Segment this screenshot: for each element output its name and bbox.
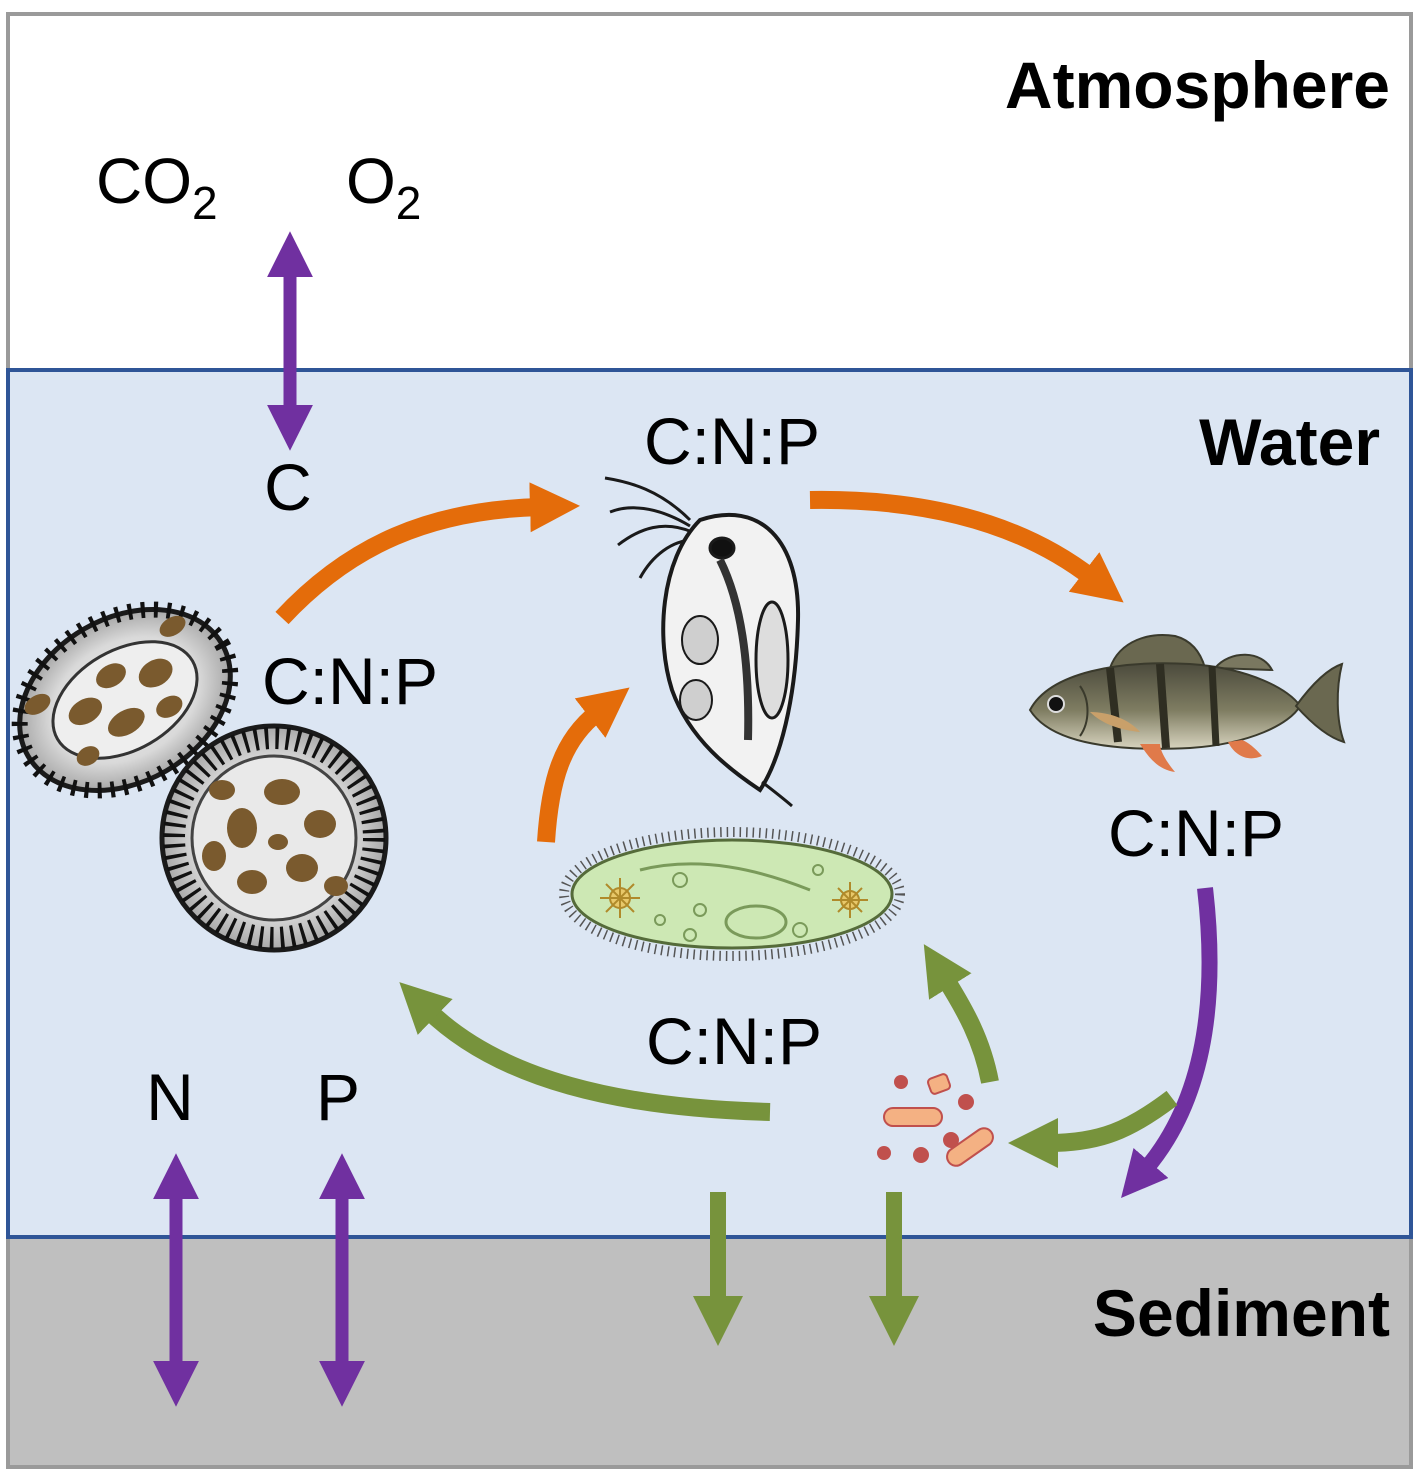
- paramecium-contractile-vacuole-right: [832, 882, 868, 918]
- o2-label: O2: [346, 145, 421, 229]
- perch-pectoral-fin: [1090, 712, 1140, 732]
- atmosphere-zone: [6, 12, 1413, 372]
- paramecium-illustration: [559, 827, 905, 961]
- phyto-to-zoo-arrow: [275, 482, 580, 625]
- zooplankton-ratio-label: C:N:P: [644, 404, 820, 478]
- bacterium-rod: [883, 1107, 943, 1127]
- bacterium-rod: [946, 1127, 994, 1167]
- fish-to-sediment-arrow: [1121, 887, 1218, 1198]
- paramecium-macronucleus: [724, 904, 788, 940]
- daphnia-antenna-3: [617, 524, 693, 547]
- perch-stripe-2: [1156, 663, 1170, 749]
- o2-subscript: 2: [396, 177, 422, 229]
- daphnia-brood: [754, 600, 790, 720]
- carbon-label: C: [264, 450, 312, 524]
- paramecium-cilia: [559, 827, 905, 961]
- perch-dorsal-fin: [1108, 634, 1207, 669]
- daphnia-antenna-1: [604, 476, 692, 522]
- paramecium-contractile-vacuole-left: [600, 878, 640, 918]
- perch-stripe-3: [1208, 665, 1220, 747]
- diatom-valve-view: [159, 723, 389, 953]
- daphnia-gut: [716, 558, 753, 741]
- daphnia-carapace: [661, 513, 801, 793]
- perch-illustration: [1028, 634, 1346, 772]
- co2-subscript: 2: [192, 177, 218, 229]
- o2-main: O: [346, 145, 396, 217]
- bacterium-coccus: [894, 1075, 908, 1089]
- bacterium-coccus: [913, 1147, 929, 1163]
- paramecium-oral-groove: [639, 862, 811, 892]
- phosphorus-label: P: [316, 1060, 360, 1134]
- phytoplankton-ratio-label: C:N:P: [262, 644, 438, 718]
- co2-label: CO2: [96, 145, 218, 229]
- atmosphere-label: Atmosphere: [1005, 48, 1390, 122]
- bacterium-coccus: [958, 1094, 974, 1110]
- daphnia-antenna-2: [609, 506, 691, 528]
- daphnia-eye: [708, 536, 736, 560]
- perch-tail: [1294, 662, 1346, 744]
- water-label: Water: [1199, 405, 1380, 479]
- diatom-illustration: [11, 601, 389, 953]
- nitrogen-label: N: [146, 1060, 194, 1134]
- fish-ratio-label: C:N:P: [1108, 796, 1284, 870]
- bacterium-coccus: [943, 1132, 959, 1148]
- zoo-to-fish-arrow: [809, 490, 1124, 603]
- sediment-label: Sediment: [1093, 1276, 1390, 1350]
- daphnia-illustration: [604, 476, 801, 808]
- sediment-zone: [6, 1235, 1413, 1469]
- perch-gill: [1079, 685, 1089, 737]
- zones: [6, 12, 1413, 1469]
- daphnia-tail-spine: [761, 780, 793, 808]
- bacterium-coccus: [877, 1146, 891, 1160]
- perch-pelvic-fin: [1140, 744, 1175, 772]
- recycling-to-phyto-arrow: [399, 982, 771, 1121]
- bacteria-to-protist-arrow: [923, 944, 999, 1084]
- protist-to-zoo-arrow: [537, 687, 630, 843]
- co2-main: CO: [96, 145, 192, 217]
- protist-ratio-label: C:N:P: [646, 1004, 822, 1078]
- perch-eye: [1047, 695, 1065, 713]
- perch-stripe-1: [1106, 667, 1122, 743]
- arrows: [153, 231, 1218, 1407]
- bacteria-illustration: [877, 1073, 994, 1167]
- diatom-side-view: [11, 601, 239, 799]
- bacterium-rod: [926, 1073, 952, 1095]
- detritus-to-bacteria-arrow: [1008, 1090, 1178, 1168]
- perch-anal-fin: [1228, 740, 1262, 759]
